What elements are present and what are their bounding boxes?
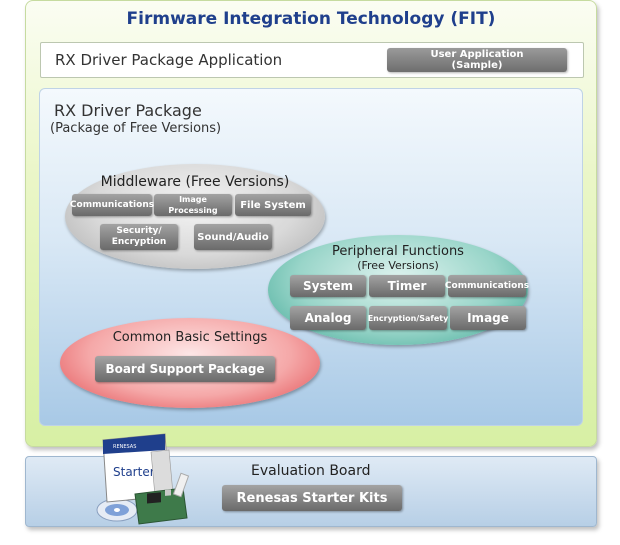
pf-timer-button[interactable]: Timer [369,275,445,297]
mw-file-system-button[interactable]: File System [235,194,311,216]
mw-sound-audio-button[interactable]: Sound/Audio [194,224,272,250]
renesas-starter-kits-button[interactable]: Renesas Starter Kits [222,485,402,511]
middleware-title: Middleware (Free Versions) [100,174,290,190]
peripheral-title-line2: (Free Versions) [357,259,439,272]
pf-analog-button[interactable]: Analog [290,306,366,330]
user-app-line1: User Application [430,49,524,60]
middleware-group: Middleware (Free Versions) Communication… [65,164,325,269]
mw-encryption-line: Encryption [111,237,167,247]
mw-image-processing-button[interactable]: Image Processing [154,194,232,216]
starter-kit-graphic: RENESAS StarterKit [96,433,190,525]
user-application-button[interactable]: User Application (Sample) [387,48,567,72]
pf-encryption-safety-button[interactable]: Encryption/Safety [368,306,448,330]
rx-driver-package-panel: RX Driver Package (Package of Free Versi… [39,88,583,426]
evaluation-board-title: Evaluation Board [251,463,371,479]
pf-communications-button[interactable]: Communications [445,275,529,297]
common-basic-settings-group: Common Basic Settings Board Support Pack… [60,318,320,408]
fit-panel: Firmware Integration Technology (FIT) RX… [25,0,597,447]
rdp-title: RX Driver Package [54,101,202,120]
common-basic-settings-title: Common Basic Settings [112,330,268,345]
mw-security-line: Security/ [116,226,162,236]
driver-package-application-bar: RX Driver Package Application User Appli… [40,42,584,78]
board-support-package-button[interactable]: Board Support Package [95,356,275,382]
pf-image-button[interactable]: Image [450,306,526,330]
app-bar-label: RX Driver Package Application [55,51,283,69]
pf-system-button[interactable]: System [290,275,366,297]
fit-title: Firmware Integration Technology (FIT) [126,9,496,29]
user-app-line2: (Sample) [451,60,503,71]
peripheral-title-line1: Peripheral Functions [332,244,464,259]
mw-security-encryption-button[interactable]: Security/ Encryption [100,224,178,250]
kit-box-brand: RENESAS [113,444,136,450]
mw-communications-button[interactable]: Communications [70,194,154,216]
starter-kit-illustration: RENESAS StarterKit [95,432,195,527]
peripheral-functions-group: Peripheral Functions (Free Versions) Sys… [268,235,529,345]
rdp-subtitle: (Package of Free Versions) [50,121,222,136]
